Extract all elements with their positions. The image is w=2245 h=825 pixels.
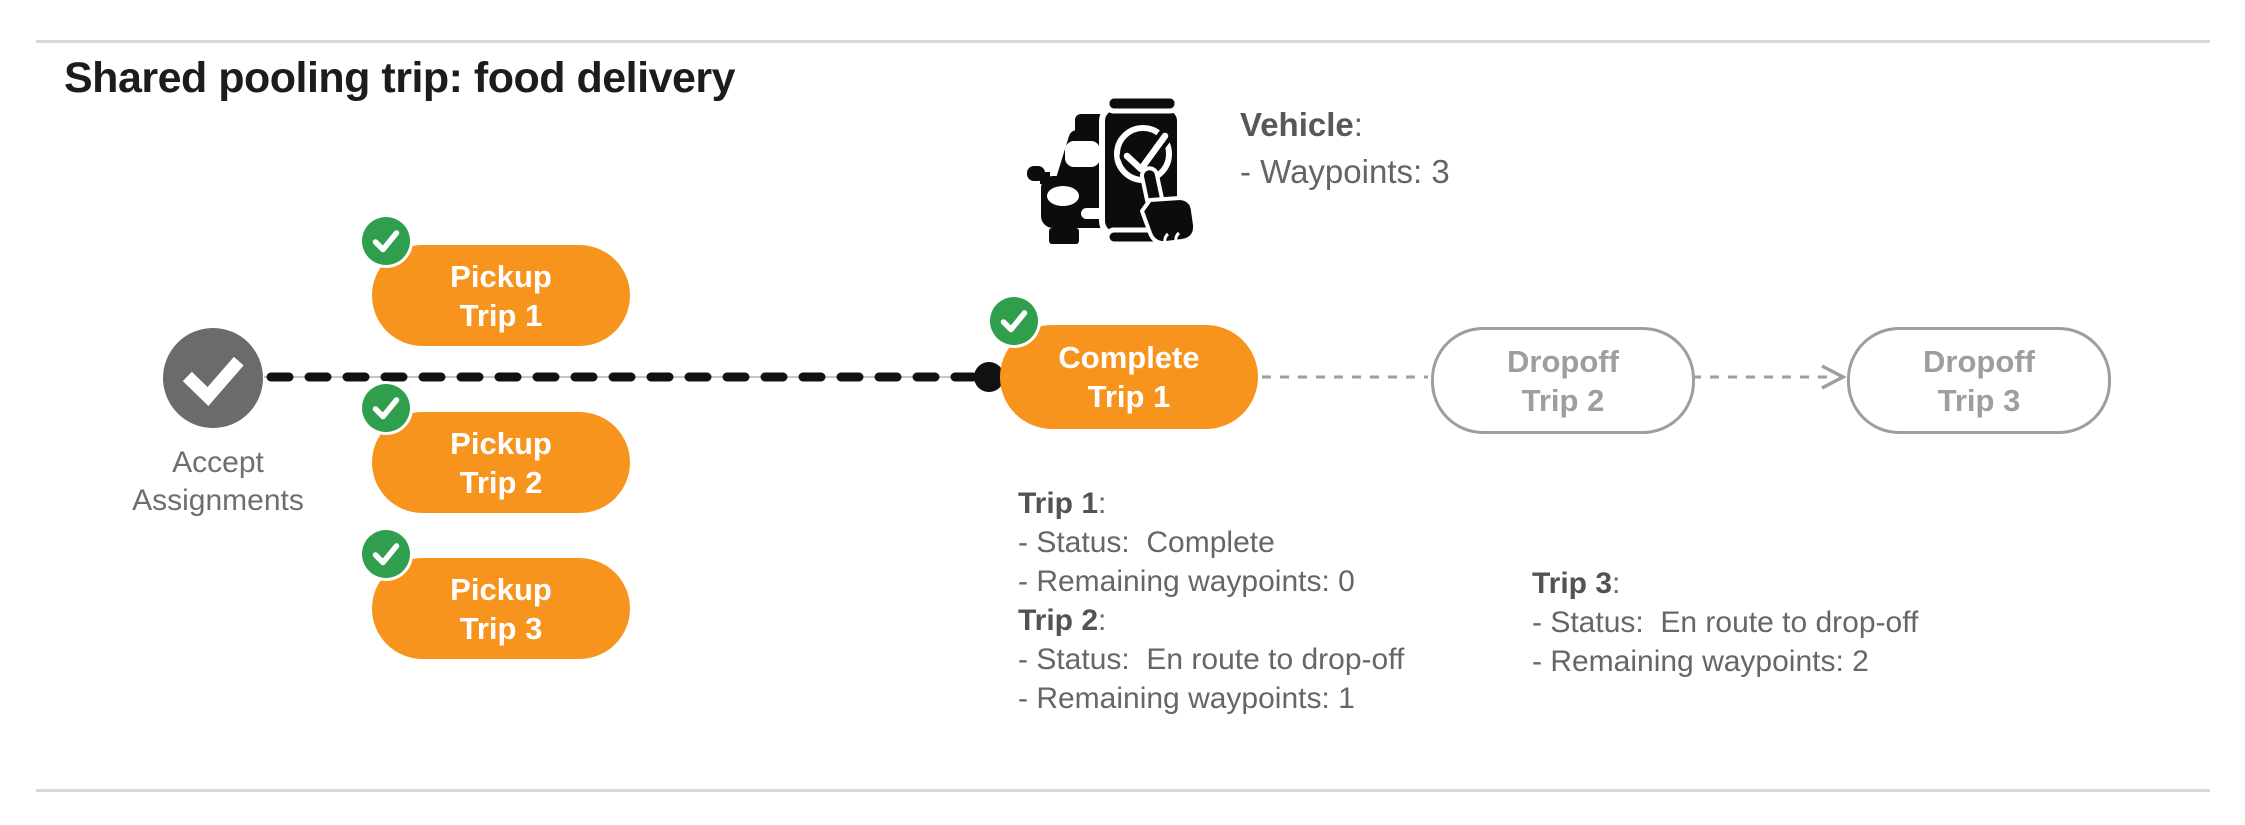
trip-3-waypoints: - Remaining waypoints: 2 <box>1532 645 1869 678</box>
node-pickup-trip-2: Pickup Trip 2 <box>362 384 630 513</box>
arrow-right-icon <box>1821 364 1847 390</box>
top-divider <box>36 40 2210 43</box>
trip-2-waypoints: - Remaining waypoints: 1 <box>1018 682 1355 715</box>
check-badge <box>990 297 1038 345</box>
node-dropoff-trip-3: Dropoff Trip 3 <box>1847 327 2111 434</box>
bottom-divider <box>36 789 2210 792</box>
trip-status-block-right: Trip 3: - Status: En route to drop-off -… <box>1532 564 2092 681</box>
page-title: Shared pooling trip: food delivery <box>64 54 736 102</box>
car-phone-check-icon <box>1027 93 1198 247</box>
trip-2-heading: Trip 2: <box>1018 604 1107 637</box>
trip-2-status: - Status: En route to drop-off <box>1018 643 1405 676</box>
check-badge <box>362 384 410 432</box>
check-icon <box>372 230 400 253</box>
vehicle-waypoints: - Waypoints: 3 <box>1240 153 1450 190</box>
trip-status-block-left: Trip 1: - Status: Complete - Remaining w… <box>1018 484 1578 718</box>
trip-3-heading: Trip 3: <box>1532 567 1621 600</box>
trip-3-status: - Status: En route to drop-off <box>1532 606 1919 639</box>
vehicle-info-title: Vehicle: <box>1240 106 1363 143</box>
node-accept-assignments <box>163 328 263 428</box>
trip-1-heading: Trip 1: <box>1018 487 1107 520</box>
trip-1-status: - Status: Complete <box>1018 526 1275 559</box>
node-pickup-trip-3: Pickup Trip 3 <box>362 530 630 659</box>
accept-assignments-label: Accept Assignments <box>132 446 304 517</box>
vehicle-info: Vehicle: - Waypoints: 3 <box>1240 101 1450 195</box>
check-icon <box>1000 310 1028 333</box>
check-icon <box>182 356 244 406</box>
check-badge <box>362 217 410 265</box>
trip-1-waypoints: - Remaining waypoints: 0 <box>1018 565 1355 598</box>
node-dropoff-trip-2: Dropoff Trip 2 <box>1431 327 1695 434</box>
node-pickup-trip-1: Pickup Trip 1 <box>362 217 630 346</box>
node-complete-trip-1: Complete Trip 1 <box>990 297 1258 429</box>
check-badge <box>362 530 410 578</box>
check-icon <box>372 543 400 566</box>
check-icon <box>372 397 400 420</box>
